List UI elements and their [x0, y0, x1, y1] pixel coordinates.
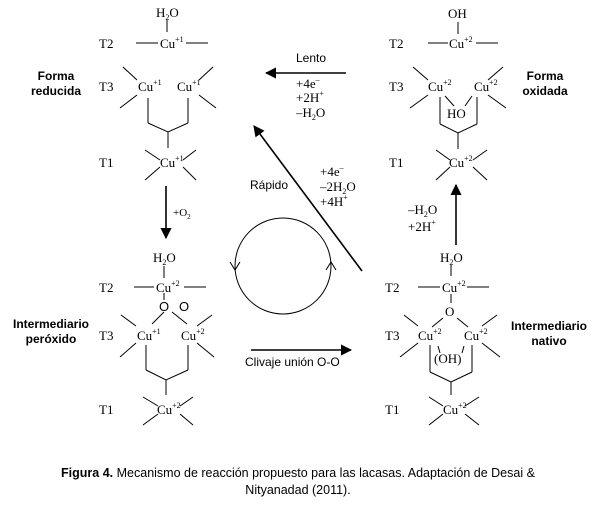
- slow-protons: +2H+: [296, 89, 324, 105]
- minus-water-label: –H2O: [407, 202, 437, 219]
- site-label-t2-left: T2: [99, 36, 113, 51]
- peroxide-t2-cu: Cu+2: [156, 279, 180, 295]
- oxidized-t3-cu-left: Cu+2: [428, 78, 452, 94]
- peroxide-label: Intermediario: [13, 317, 89, 331]
- fast-label: Rápido: [250, 178, 288, 192]
- reduced-t1-cu: Cu+1: [160, 154, 184, 170]
- site-label-t3-right: T3: [389, 79, 403, 94]
- site-label-t3-left: T3: [99, 79, 113, 94]
- fast-protons: +4H+: [320, 193, 348, 209]
- native-intermediate-structure: [399, 265, 501, 426]
- peroxide-oxygen-2: O: [179, 299, 189, 314]
- figure-number: Figura 4.: [61, 466, 114, 480]
- reduced-t3-cu-right: Cu+1: [177, 78, 201, 94]
- plus-protons-label: +2H+: [408, 218, 436, 234]
- slow-water: –H2O: [295, 105, 325, 122]
- reduced-t2-cu: Cu+1: [160, 35, 184, 51]
- site-label-t2-bl: T2: [99, 280, 113, 295]
- oxidized-t1-cu: Cu+2: [449, 154, 473, 170]
- fast-water: –2H2O: [319, 179, 356, 196]
- native-t1-cu: Cu+2: [443, 401, 467, 417]
- native-t2-water: H2O: [440, 250, 463, 267]
- fast-arrow: [253, 125, 363, 272]
- slow-electrons: +4e–: [296, 75, 321, 91]
- oxidized-form-structure: [409, 22, 507, 181]
- native-t3-cu-left: Cu+2: [418, 327, 442, 343]
- peroxide-oxygen-1: O: [159, 299, 169, 314]
- o2-addition-label: +O2: [173, 207, 191, 221]
- reduced-form-structure: [119, 20, 217, 181]
- site-label-t2-br: T2: [385, 280, 399, 295]
- figure-caption-text-2: Nityanadad (2011).: [245, 483, 351, 497]
- reduced-t3-cu-left: Cu+1: [138, 78, 162, 94]
- site-label-t3-br: T3: [385, 328, 399, 343]
- reduced-form-label-2: reducida: [31, 84, 81, 98]
- slow-label: Lento: [296, 51, 326, 65]
- reduced-form-label: Forma: [38, 69, 75, 83]
- oxidized-t2-hydroxide: OH: [448, 6, 467, 21]
- oxidized-bridge-hydroxide: HO: [447, 106, 466, 121]
- site-label-t1-bl: T1: [99, 402, 113, 417]
- site-label-t2-right: T2: [389, 36, 403, 51]
- oxidized-t3-cu-right: Cu+2: [474, 78, 498, 94]
- figure-caption-text: Mecanismo de reacción propuesto para las…: [116, 466, 535, 480]
- reduced-t2-water: H2O: [156, 5, 179, 22]
- cycle-icon: [229, 217, 337, 315]
- peroxide-t2-water: H2O: [153, 250, 176, 267]
- peroxide-t3-cu-left: Cu+1: [137, 327, 161, 343]
- native-label: Intermediario: [511, 319, 587, 333]
- native-bridge-oxygen: O: [445, 304, 454, 319]
- peroxide-t1-cu: Cu+2: [157, 401, 181, 417]
- native-t2-cu: Cu+2: [442, 279, 466, 295]
- native-label-2: nativo: [531, 334, 566, 348]
- peroxide-label-2: peróxido: [26, 332, 77, 346]
- native-bridge-hydroxide: (OH): [434, 351, 461, 366]
- oxidized-form-label-2: oxidada: [522, 84, 568, 98]
- native-t3-cu-right: Cu+2: [464, 327, 488, 343]
- site-label-t1-br: T1: [385, 402, 399, 417]
- oo-cleavage-label: Clivaje unión O-O: [245, 355, 340, 369]
- oxidized-form-label: Forma: [527, 69, 564, 83]
- site-label-t3-bl: T3: [99, 328, 113, 343]
- oxidized-t2-cu: Cu+2: [449, 35, 473, 51]
- figure-caption: Figura 4. Mecanismo de reacción propuest…: [0, 465, 596, 499]
- fast-electrons: +4e–: [320, 163, 345, 179]
- site-label-t1-left: T1: [99, 155, 113, 170]
- site-label-t1-right: T1: [389, 155, 403, 170]
- peroxide-intermediate-structure: [119, 266, 215, 426]
- peroxide-t3-cu-right: Cu+2: [181, 327, 205, 343]
